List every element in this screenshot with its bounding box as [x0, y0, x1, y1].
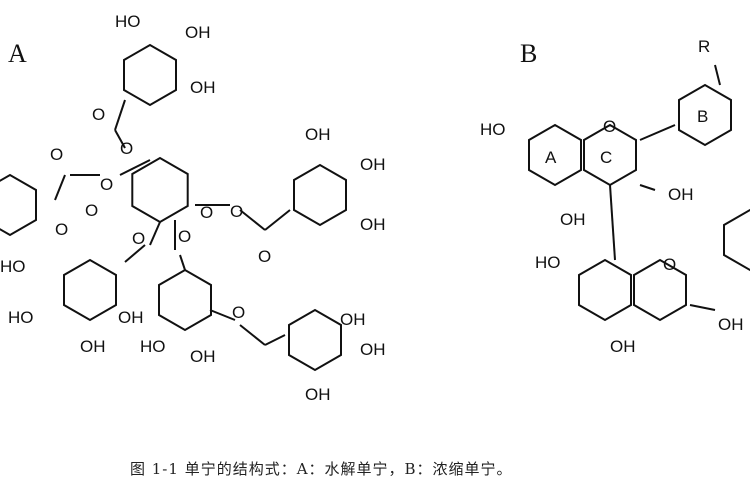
atom-label: OH	[190, 78, 216, 97]
benzene-ring	[123, 43, 177, 107]
benzene-ring	[293, 163, 347, 227]
bond	[239, 209, 266, 231]
atom-label: O	[55, 220, 68, 239]
atom-label: O	[92, 105, 105, 124]
atom-label: O	[85, 201, 98, 220]
bond	[54, 174, 66, 201]
atom-label: OH	[305, 385, 331, 404]
ring	[723, 208, 750, 272]
atom-label: OH	[360, 340, 386, 359]
atom-label: O	[120, 139, 133, 158]
glucose-ring	[131, 156, 189, 224]
bond	[714, 64, 721, 86]
ring	[528, 123, 582, 187]
bond	[114, 129, 126, 149]
bond	[209, 309, 236, 321]
benzene-ring	[0, 173, 37, 237]
atom-label: O	[132, 229, 145, 248]
atom-label: OH	[185, 23, 211, 42]
atom-label: OH	[360, 215, 386, 234]
atom-label: O	[200, 203, 213, 222]
atom-label: HO	[480, 120, 506, 139]
bond	[639, 124, 676, 141]
bond	[689, 304, 716, 311]
bond	[639, 184, 656, 191]
bond	[124, 244, 146, 263]
bond	[239, 324, 266, 346]
atom-label: O	[178, 227, 191, 246]
atom-label: O	[50, 145, 63, 164]
benzene-ring	[63, 258, 117, 322]
atom-label: OH	[305, 125, 331, 144]
atom-label: OH	[668, 185, 694, 204]
atom-label: OH	[340, 310, 366, 329]
atom-label: OH	[610, 337, 636, 356]
bond	[149, 221, 161, 246]
atom-label: HO	[8, 308, 34, 327]
atom-label: OH	[560, 210, 586, 229]
atom-label: O	[232, 303, 245, 322]
atom-label: R	[698, 37, 710, 56]
ring	[678, 83, 732, 147]
atom-label: O	[603, 117, 616, 136]
benzene-ring	[158, 268, 212, 332]
benzene-ring	[288, 308, 342, 372]
atom-label: O	[100, 175, 113, 194]
bond	[119, 159, 151, 176]
atom-label: A	[545, 148, 557, 167]
bond	[114, 99, 126, 131]
atom-label: O	[258, 247, 271, 266]
atom-label: HO	[140, 337, 166, 356]
atom-label: HO	[0, 257, 26, 276]
atom-label: HO	[535, 253, 561, 272]
ring	[633, 258, 687, 322]
panel-a-label: A	[8, 39, 27, 68]
atom-label: C	[600, 148, 612, 167]
figure-caption: 图 1-1 单宁的结构式：A：水解单宁，B：浓缩单宁。	[130, 460, 513, 478]
atom-label: OH	[360, 155, 386, 174]
bond	[179, 254, 186, 271]
panel-b-label: B	[520, 39, 537, 68]
atom-label: B	[697, 107, 708, 126]
bond	[609, 184, 616, 261]
atom-label: OH	[190, 347, 216, 366]
bond	[264, 334, 286, 346]
atom-label: O	[230, 202, 243, 221]
atom-label: OH	[718, 315, 744, 334]
atom-label: HO	[115, 12, 141, 31]
ring	[578, 258, 632, 322]
atom-label: OH	[118, 308, 144, 327]
atom-label: O	[663, 255, 676, 274]
bond	[264, 209, 291, 231]
atom-label: OH	[80, 337, 106, 356]
